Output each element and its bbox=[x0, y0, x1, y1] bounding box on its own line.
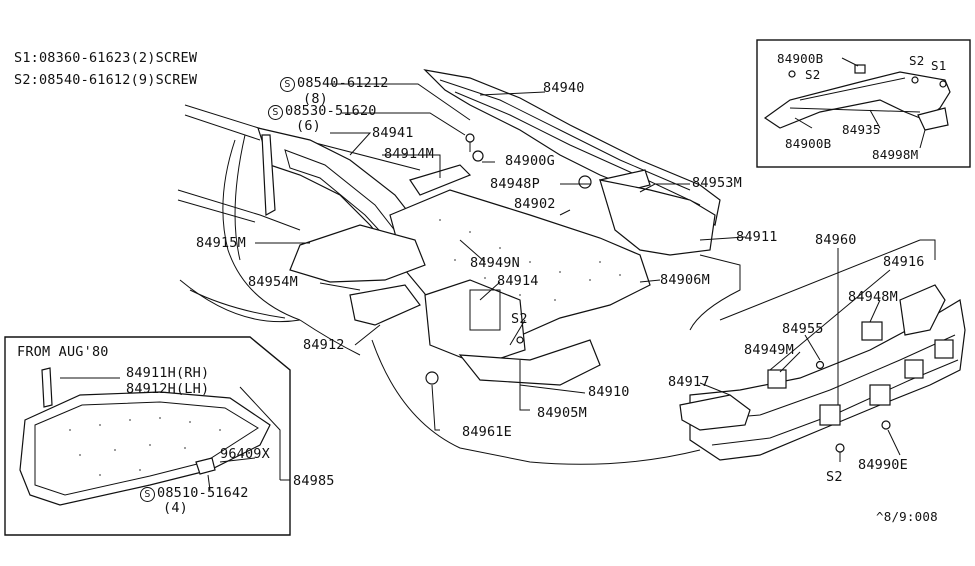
label-08530-51620-qty: (6) bbox=[296, 118, 321, 134]
label-84955: 84955 bbox=[782, 321, 824, 337]
inset-label-84911H: 84911H(RH) bbox=[126, 365, 210, 381]
leader-lines bbox=[255, 83, 746, 431]
inset-label-84900B-b: 84900B bbox=[785, 136, 832, 151]
label-84914M: 84914M bbox=[384, 146, 434, 162]
inset-label-84935: 84935 bbox=[842, 122, 881, 137]
inset-label-s2-b: S2 bbox=[909, 53, 925, 68]
label-84915M: 84915M bbox=[196, 235, 246, 251]
label-s2-panel: S2 bbox=[826, 469, 843, 485]
side-panel-84911-shape bbox=[424, 179, 716, 386]
label-84954M: 84954M bbox=[248, 274, 298, 290]
inset-label-s1: S1 bbox=[931, 58, 947, 73]
car-body-outline bbox=[177, 104, 741, 465]
screw-symbol-icon: S bbox=[280, 77, 295, 92]
label-84900G: 84900G bbox=[505, 153, 555, 169]
inset-label-s2-a: S2 bbox=[805, 67, 821, 82]
label-84902: 84902 bbox=[514, 196, 556, 212]
legend-s1: S1:08360-61623(2)SCREW bbox=[14, 50, 198, 66]
inset-bottom-box bbox=[4, 336, 291, 536]
inset-label-08510-51642-qty: (4) bbox=[163, 500, 188, 516]
panel-leader-lines bbox=[699, 239, 936, 462]
inset-label-96409X: 96409X bbox=[220, 446, 270, 462]
rear-finisher-panel-shape bbox=[679, 284, 966, 461]
label-84960: 84960 bbox=[815, 232, 857, 248]
label-84916: 84916 bbox=[883, 254, 925, 270]
label-84953M: 84953M bbox=[692, 175, 742, 191]
screw-symbol-icon: S bbox=[140, 487, 155, 502]
footer-code: ^8/9:008 bbox=[876, 509, 938, 524]
inset-title: FROM AUG'80 bbox=[17, 344, 109, 360]
label-84914: 84914 bbox=[497, 273, 539, 289]
inset-label-84912H: 84912H(LH) bbox=[126, 381, 210, 397]
side-floor-trim-shape bbox=[289, 164, 472, 326]
fasteners bbox=[425, 133, 592, 385]
label-84948P: 84948P bbox=[490, 176, 540, 192]
inset-label-84998M: 84998M bbox=[872, 147, 919, 162]
legend-s2: S2:08540-61612(9)SCREW bbox=[14, 72, 198, 88]
label-84905M: 84905M bbox=[537, 405, 587, 421]
label-84911: 84911 bbox=[736, 229, 778, 245]
label-84949M: 84949M bbox=[744, 342, 794, 358]
label-s2-main: S2 bbox=[511, 311, 528, 327]
inset-label-84985: 84985 bbox=[293, 473, 335, 489]
label-84906M: 84906M bbox=[660, 272, 710, 288]
label-84912: 84912 bbox=[303, 337, 345, 353]
label-84961E: 84961E bbox=[462, 424, 512, 440]
label-84949N: 84949N bbox=[470, 255, 520, 271]
label-84910: 84910 bbox=[588, 384, 630, 400]
label-84948M: 84948M bbox=[848, 289, 898, 305]
inset-top-box bbox=[756, 39, 971, 168]
label-08540-61212-qty: (8) bbox=[303, 91, 328, 107]
label-84940: 84940 bbox=[543, 80, 585, 96]
label-84941: 84941 bbox=[372, 125, 414, 141]
label-84990E: 84990E bbox=[858, 457, 908, 473]
inset-label-84900B-a: 84900B bbox=[777, 51, 824, 66]
label-84917: 84917 bbox=[668, 374, 710, 390]
screw-symbol-icon: S bbox=[268, 105, 283, 120]
